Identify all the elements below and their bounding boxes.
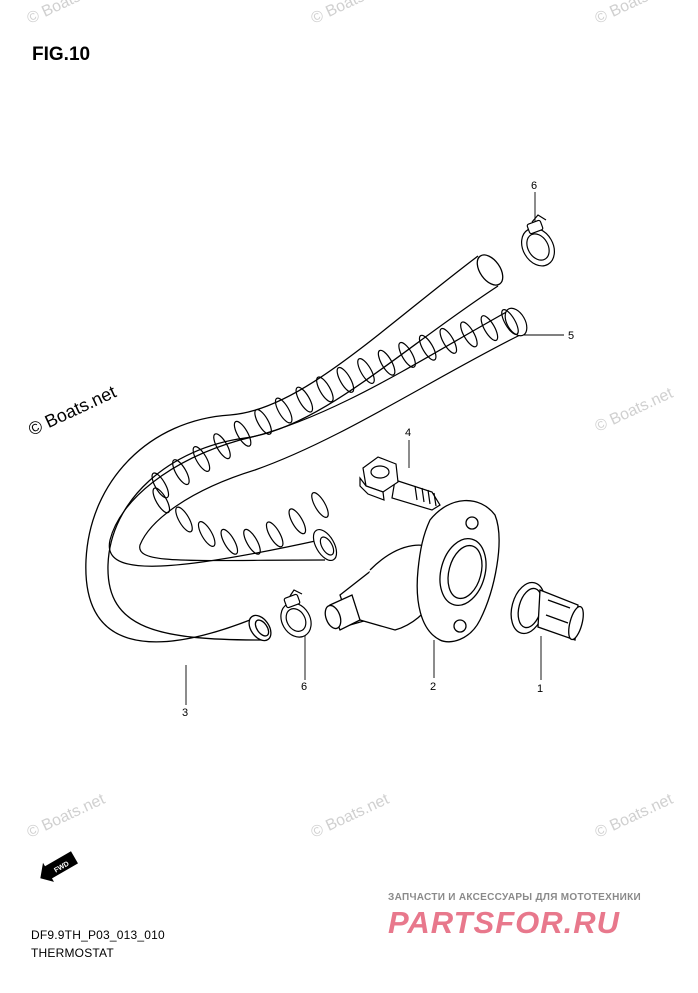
callout-5: 5 <box>568 330 574 342</box>
fwd-arrow-icon: FWD <box>40 851 78 882</box>
bolt-part-4 <box>359 456 441 511</box>
hose-part-3 <box>85 254 504 643</box>
callout-3: 3 <box>182 707 188 719</box>
spiral-rib <box>316 376 334 403</box>
watermark-faint: © Boats.net <box>25 791 109 842</box>
spiral-rib <box>172 459 190 486</box>
thermostat-part-1 <box>510 581 584 641</box>
clip-part-6-top <box>521 214 555 267</box>
spiral-rib <box>311 492 329 518</box>
callout-numbers: 6 5 4 2 1 6 3 <box>182 180 574 719</box>
spiral-rib <box>480 315 499 342</box>
spiral-rib <box>398 341 416 368</box>
spiral-rib <box>357 358 375 384</box>
watermark-main: © Boats.net <box>25 382 119 440</box>
spiral-rib <box>233 420 252 447</box>
spiral-rib <box>439 327 458 354</box>
spiral-rib <box>243 528 261 555</box>
spiral-rib <box>288 508 307 535</box>
spiral-rib <box>254 408 272 435</box>
spiral-rib <box>151 472 170 499</box>
spiral-rib <box>220 528 239 555</box>
callout-leaders <box>185 192 564 705</box>
spiral-rib <box>377 349 396 376</box>
callout-6-bottom: 6 <box>301 681 307 693</box>
watermark-faint: © Boats.net <box>593 791 677 842</box>
callout-6-top: 6 <box>531 180 537 192</box>
diagram-name: THERMOSTAT <box>31 946 114 960</box>
watermark-faint: © Boats.net <box>25 0 109 28</box>
spiral-rib <box>295 386 314 413</box>
spiral-rib <box>265 521 284 548</box>
spiral-rib <box>336 366 355 393</box>
spiral-rib <box>197 521 216 547</box>
spiral-rib <box>460 321 478 348</box>
clip-part-6-bottom <box>280 589 312 638</box>
callout-1: 1 <box>537 683 543 695</box>
protector-spiral-part-5 <box>108 307 528 567</box>
diagram-code: DF9.9TH_P03_013_010 <box>31 928 165 942</box>
callout-2: 2 <box>430 681 436 693</box>
spiral-rib <box>418 334 437 361</box>
callout-4: 4 <box>405 427 411 439</box>
spiral-rib <box>501 309 519 335</box>
promo-logo: PARTSFOR.RU <box>388 905 621 940</box>
thermostat-housing-part-2 <box>324 499 500 643</box>
promo-tagline: ЗАПЧАСТИ И АКСЕССУАРЫ ДЛЯ МОТОТЕХНИКИ <box>388 892 641 903</box>
spiral-ribs <box>151 309 519 555</box>
watermark-faint: © Boats.net <box>593 385 677 436</box>
spiral-rib <box>175 506 193 533</box>
watermark-faint: © Boats.net <box>593 0 677 28</box>
faint-watermarks: © Boats.net © Boats.net © Boats.net © Bo… <box>25 0 677 842</box>
figure-title: FIG.10 <box>32 44 91 65</box>
spiral-rib <box>274 397 293 424</box>
spiral-rib <box>213 433 231 460</box>
watermark-faint: © Boats.net <box>309 0 393 28</box>
spiral-rib <box>192 446 211 472</box>
spiral-rib <box>152 487 171 514</box>
watermark-faint: © Boats.net <box>309 791 393 842</box>
